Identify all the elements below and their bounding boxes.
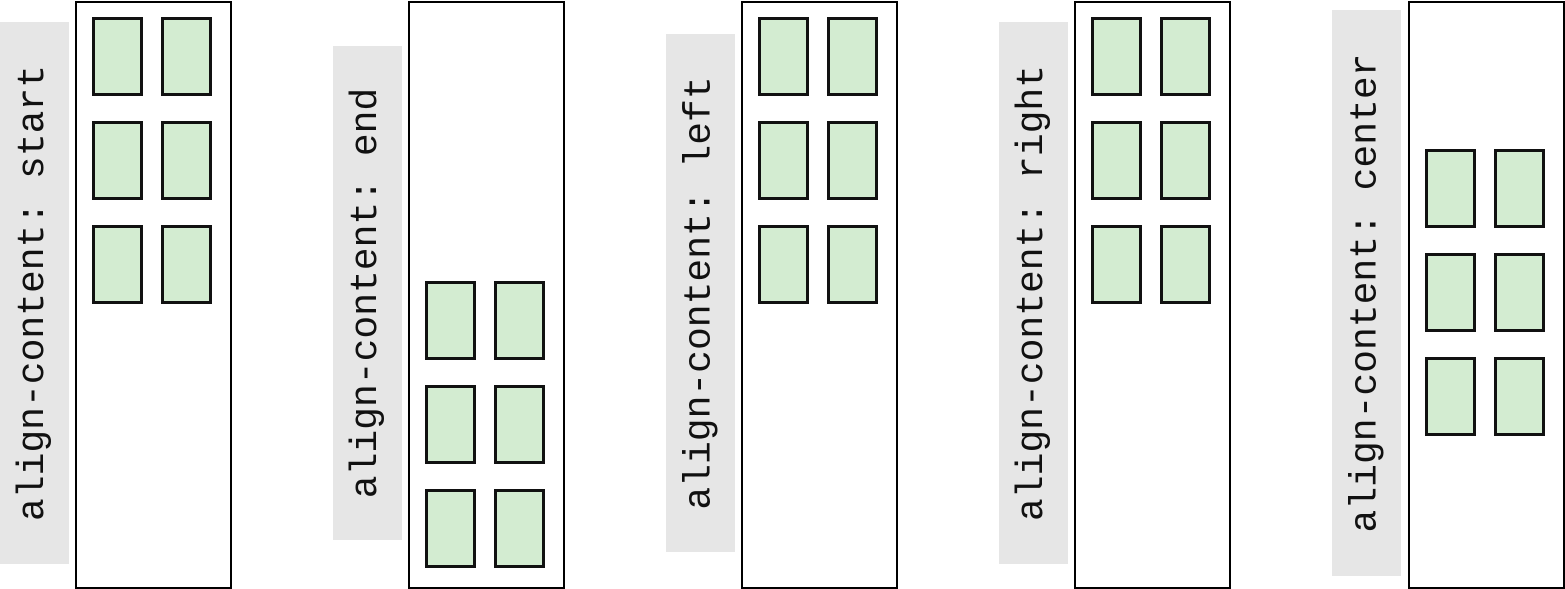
grid-item [827,225,878,304]
grid-item [1091,121,1142,200]
grid-item [425,385,476,464]
grid-item [1160,17,1211,96]
panel-align-content-end: align-content: end [333,0,666,589]
grid-item [494,385,545,464]
grid-item [161,17,212,96]
grid-item [758,121,809,200]
grid-item [1494,149,1545,228]
grid-item [92,17,143,96]
grid-container [408,1,565,589]
grid-item [161,121,212,200]
grid-item [92,225,143,304]
grid-item [1091,17,1142,96]
panel-label: align-content: right [1011,64,1055,522]
grid-item [425,489,476,568]
grid-item [1160,225,1211,304]
panel-label: align-content: end [345,87,389,499]
label-box: align-content: end [333,46,402,540]
label-box: align-content: start [0,22,69,564]
grid-item [758,17,809,96]
grid-item [161,225,212,304]
grid-item [827,121,878,200]
grid-container [1408,1,1565,589]
panel-align-content-start: align-content: start [0,0,333,589]
label-box: align-content: left [666,34,735,552]
grid-item [92,121,143,200]
grid-item [1494,253,1545,332]
panel-label: align-content: start [12,64,56,522]
grid-container [75,1,232,589]
label-box: align-content: right [999,22,1068,564]
grid-item [758,225,809,304]
grid-item [1091,225,1142,304]
grid-item [1494,357,1545,436]
grid-item [1425,253,1476,332]
grid-item [425,281,476,360]
grid-item [494,281,545,360]
grid-item [1160,121,1211,200]
label-box: align-content: center [1332,10,1401,576]
panel-align-content-center: align-content: center [1332,0,1565,589]
panel-align-content-right: align-content: right [999,0,1332,589]
panel-label: align-content: left [678,76,722,510]
grid-item [494,489,545,568]
grid-item [1425,149,1476,228]
panel-label: align-content: center [1344,53,1388,533]
grid-item [1425,357,1476,436]
grid-container [1074,1,1231,589]
grid-container [741,1,898,589]
grid-item [827,17,878,96]
panel-align-content-left: align-content: left [666,0,999,589]
